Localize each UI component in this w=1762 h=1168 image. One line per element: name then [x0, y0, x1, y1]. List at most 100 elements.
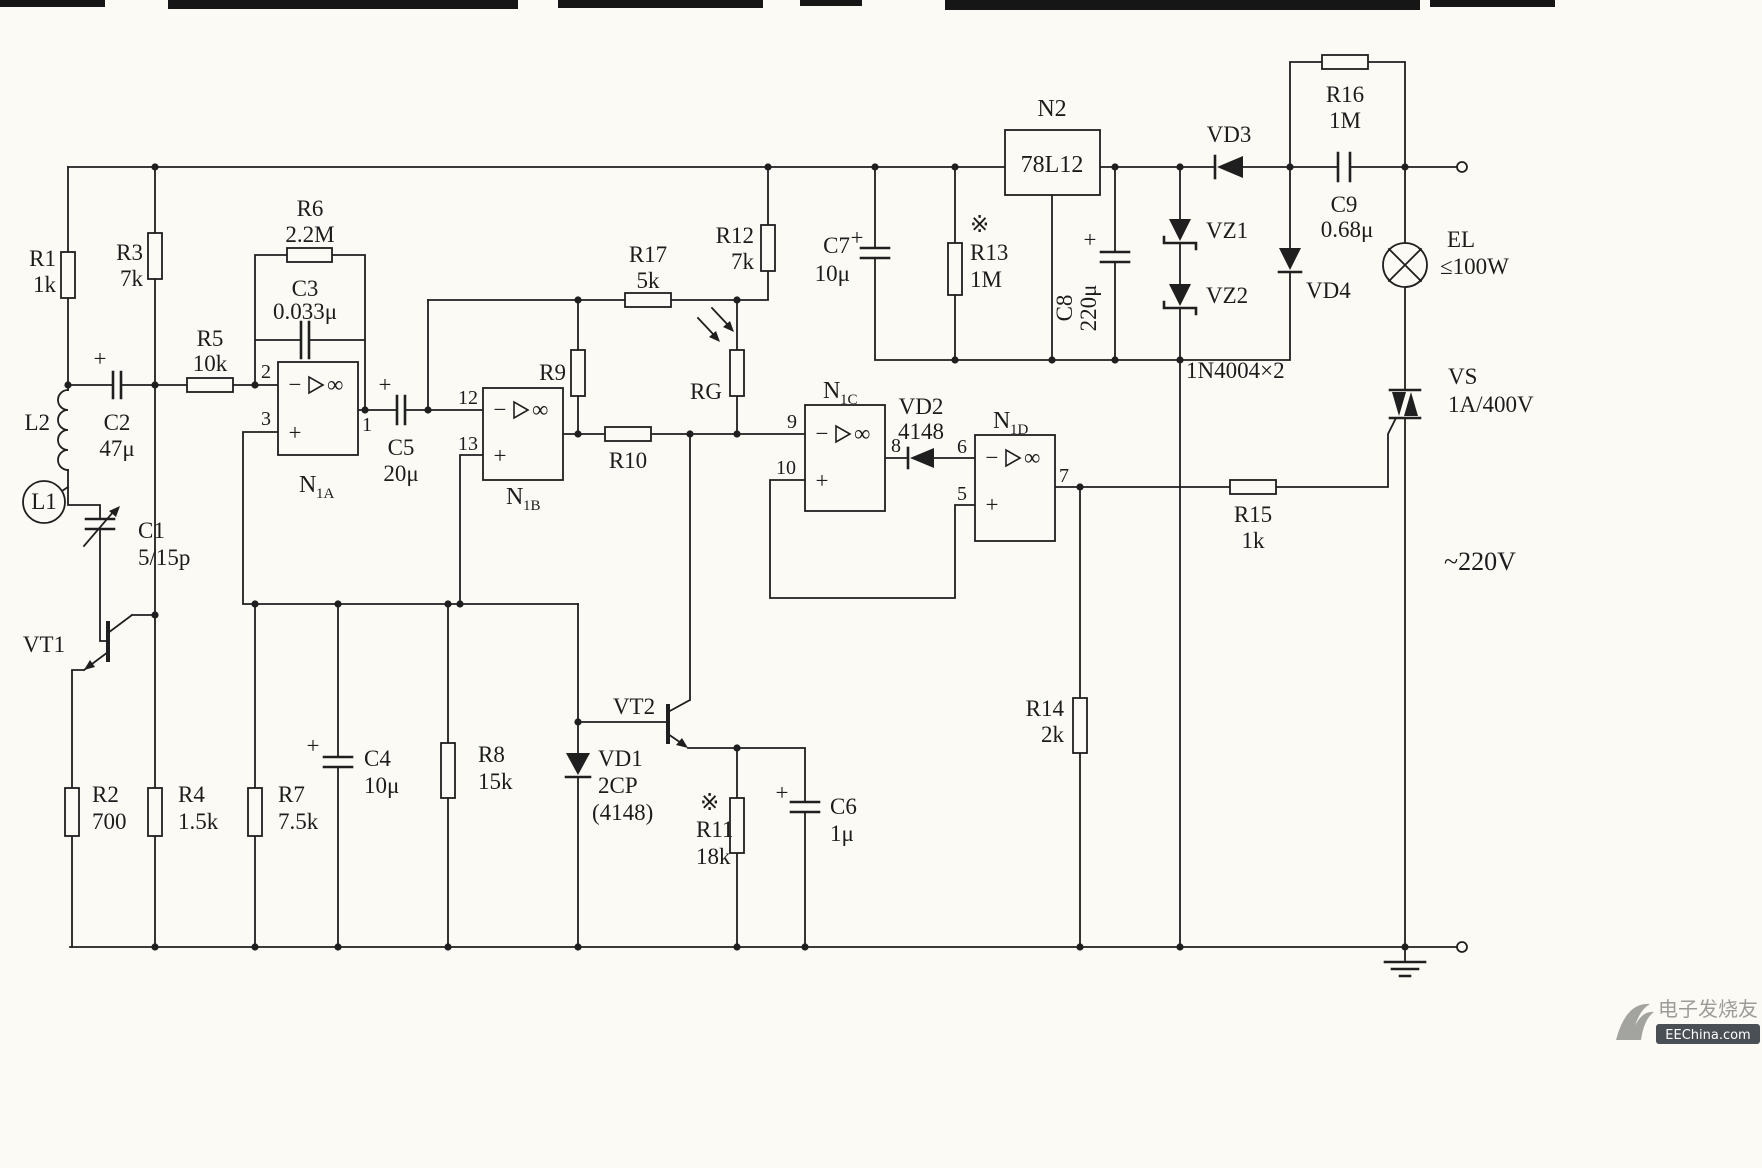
polarity-C8: + [1084, 227, 1097, 252]
value-VS: 1A/400V [1448, 392, 1534, 417]
wires-n1c-n1d [769, 416, 1398, 948]
label-C6: C6 [830, 794, 857, 819]
scan-artifacts [0, 0, 1555, 10]
zener-VZ2 [1162, 284, 1198, 316]
label-N2: N2 [1037, 96, 1066, 122]
label-VD3: VD3 [1207, 122, 1252, 147]
label-L2: L2 [24, 410, 50, 435]
pin-N1D-7: 7 [1059, 465, 1069, 487]
label-N1A-sub: 1A [316, 486, 335, 502]
photoresistor-RG [729, 349, 745, 397]
vt2-emitter-arrow [676, 738, 688, 748]
n2-part-number: 78L12 [1021, 152, 1084, 178]
labels: R1 1k R3 7k L2 + C2 47μ L1 C1 5/15p VT1 … [23, 82, 1534, 869]
n1b-triangle [513, 400, 530, 420]
value-VD1: 2CP [598, 773, 638, 798]
resistor-R8 [440, 742, 456, 799]
watermark: 电子发烧友 EEChina.com [1616, 997, 1760, 1044]
label-C1: C1 [138, 518, 165, 543]
n1b-minus: − [494, 397, 507, 422]
lamp-EL [1382, 242, 1428, 288]
label-R1: R1 [29, 246, 56, 271]
label-C4: C4 [364, 746, 391, 771]
label-RG: RG [690, 379, 722, 404]
transistor-VT2 [666, 704, 688, 748]
value-R12: 7k [731, 249, 755, 274]
resistor-R11 [729, 797, 745, 854]
value-R3: 7k [120, 266, 144, 291]
value-C1: 5/15p [138, 545, 190, 570]
capacitor-C1-arrow [109, 506, 120, 517]
light-arrow-1-line [696, 316, 715, 336]
resistor-R13 [947, 242, 963, 296]
label-R2: R2 [92, 782, 119, 807]
value-R2: 700 [92, 809, 127, 834]
watermark-site: EEChina.com [1665, 1028, 1750, 1043]
value-R16: 1M [1329, 108, 1361, 133]
label-N1B: N [506, 484, 523, 510]
resistor-R1 [60, 251, 76, 299]
resistor-R16 [1321, 54, 1369, 70]
diodes [564, 154, 1303, 779]
opamp-N1C: − ∞ + [804, 404, 886, 512]
pin-N1B-13: 13 [458, 433, 478, 455]
terminals [1456, 161, 1468, 953]
label-C3: C3 [292, 276, 319, 301]
value-EL: ≤100W [1440, 254, 1509, 279]
pin-N1A-1: 1 [362, 414, 372, 436]
n1d-inf: ∞ [1024, 445, 1040, 470]
label-N1D-sub: 1D [1010, 422, 1029, 438]
n1d-plus: + [986, 492, 999, 517]
label-C2: C2 [104, 410, 131, 435]
opamp-N1D: − ∞ + [974, 434, 1056, 542]
n1d-minus: − [986, 445, 999, 470]
n1b-inf: ∞ [532, 397, 548, 422]
resistor-R2 [64, 787, 80, 837]
watermark-site-badge [1656, 1024, 1760, 1044]
label-R16: R16 [1326, 82, 1364, 107]
value-C5: 20μ [383, 461, 418, 486]
value-C9: 0.68μ [1321, 217, 1374, 242]
capacitor-C3 [299, 320, 311, 360]
note-rectifier-diodes: 1N4004×2 [1186, 358, 1285, 383]
resistors [60, 54, 1369, 854]
diode-VD2 [906, 446, 934, 470]
resistor-R7 [247, 787, 263, 837]
pin-N1B-12: 12 [458, 387, 478, 409]
label-C7: C7 [823, 233, 850, 258]
label-VT2: VT2 [613, 694, 655, 719]
resistor-R10 [604, 426, 652, 442]
label-R7: R7 [278, 782, 305, 807]
transistors [84, 621, 688, 748]
opamp-N1A: − ∞ + [277, 361, 359, 456]
label-R4: R4 [178, 782, 205, 807]
wires-power [874, 61, 1406, 961]
resistor-R17 [624, 292, 672, 308]
label-R12: R12 [716, 223, 754, 248]
value-VD2: 4148 [898, 419, 944, 444]
n1c-triangle [835, 424, 852, 444]
pin-N1C-10: 10 [776, 457, 796, 479]
label-N1D: N [993, 408, 1010, 434]
capacitor-C2 [111, 370, 123, 400]
value-R13: 1M [970, 267, 1002, 292]
n1b-plus: + [494, 443, 507, 468]
wires-n1b [427, 166, 806, 435]
light-arrow-2-line [710, 306, 729, 326]
label-mains-voltage: ~220V [1444, 547, 1516, 576]
n1c-plus: + [816, 468, 829, 493]
light-arrow-2 [723, 321, 734, 332]
polarity-C2: + [94, 346, 107, 371]
pin-N1C-9: 9 [787, 411, 797, 433]
regulator-N2: 78L12 [1004, 129, 1101, 196]
label-R8: R8 [478, 742, 505, 767]
resistor-R5 [186, 377, 234, 393]
resistor-R4 [147, 787, 163, 837]
polarity-C4: + [307, 733, 320, 758]
diode-VD3 [1213, 154, 1243, 180]
terminal-top [1456, 161, 1468, 173]
value-R4: 1.5k [178, 809, 219, 834]
label-EL: EL [1447, 227, 1475, 252]
